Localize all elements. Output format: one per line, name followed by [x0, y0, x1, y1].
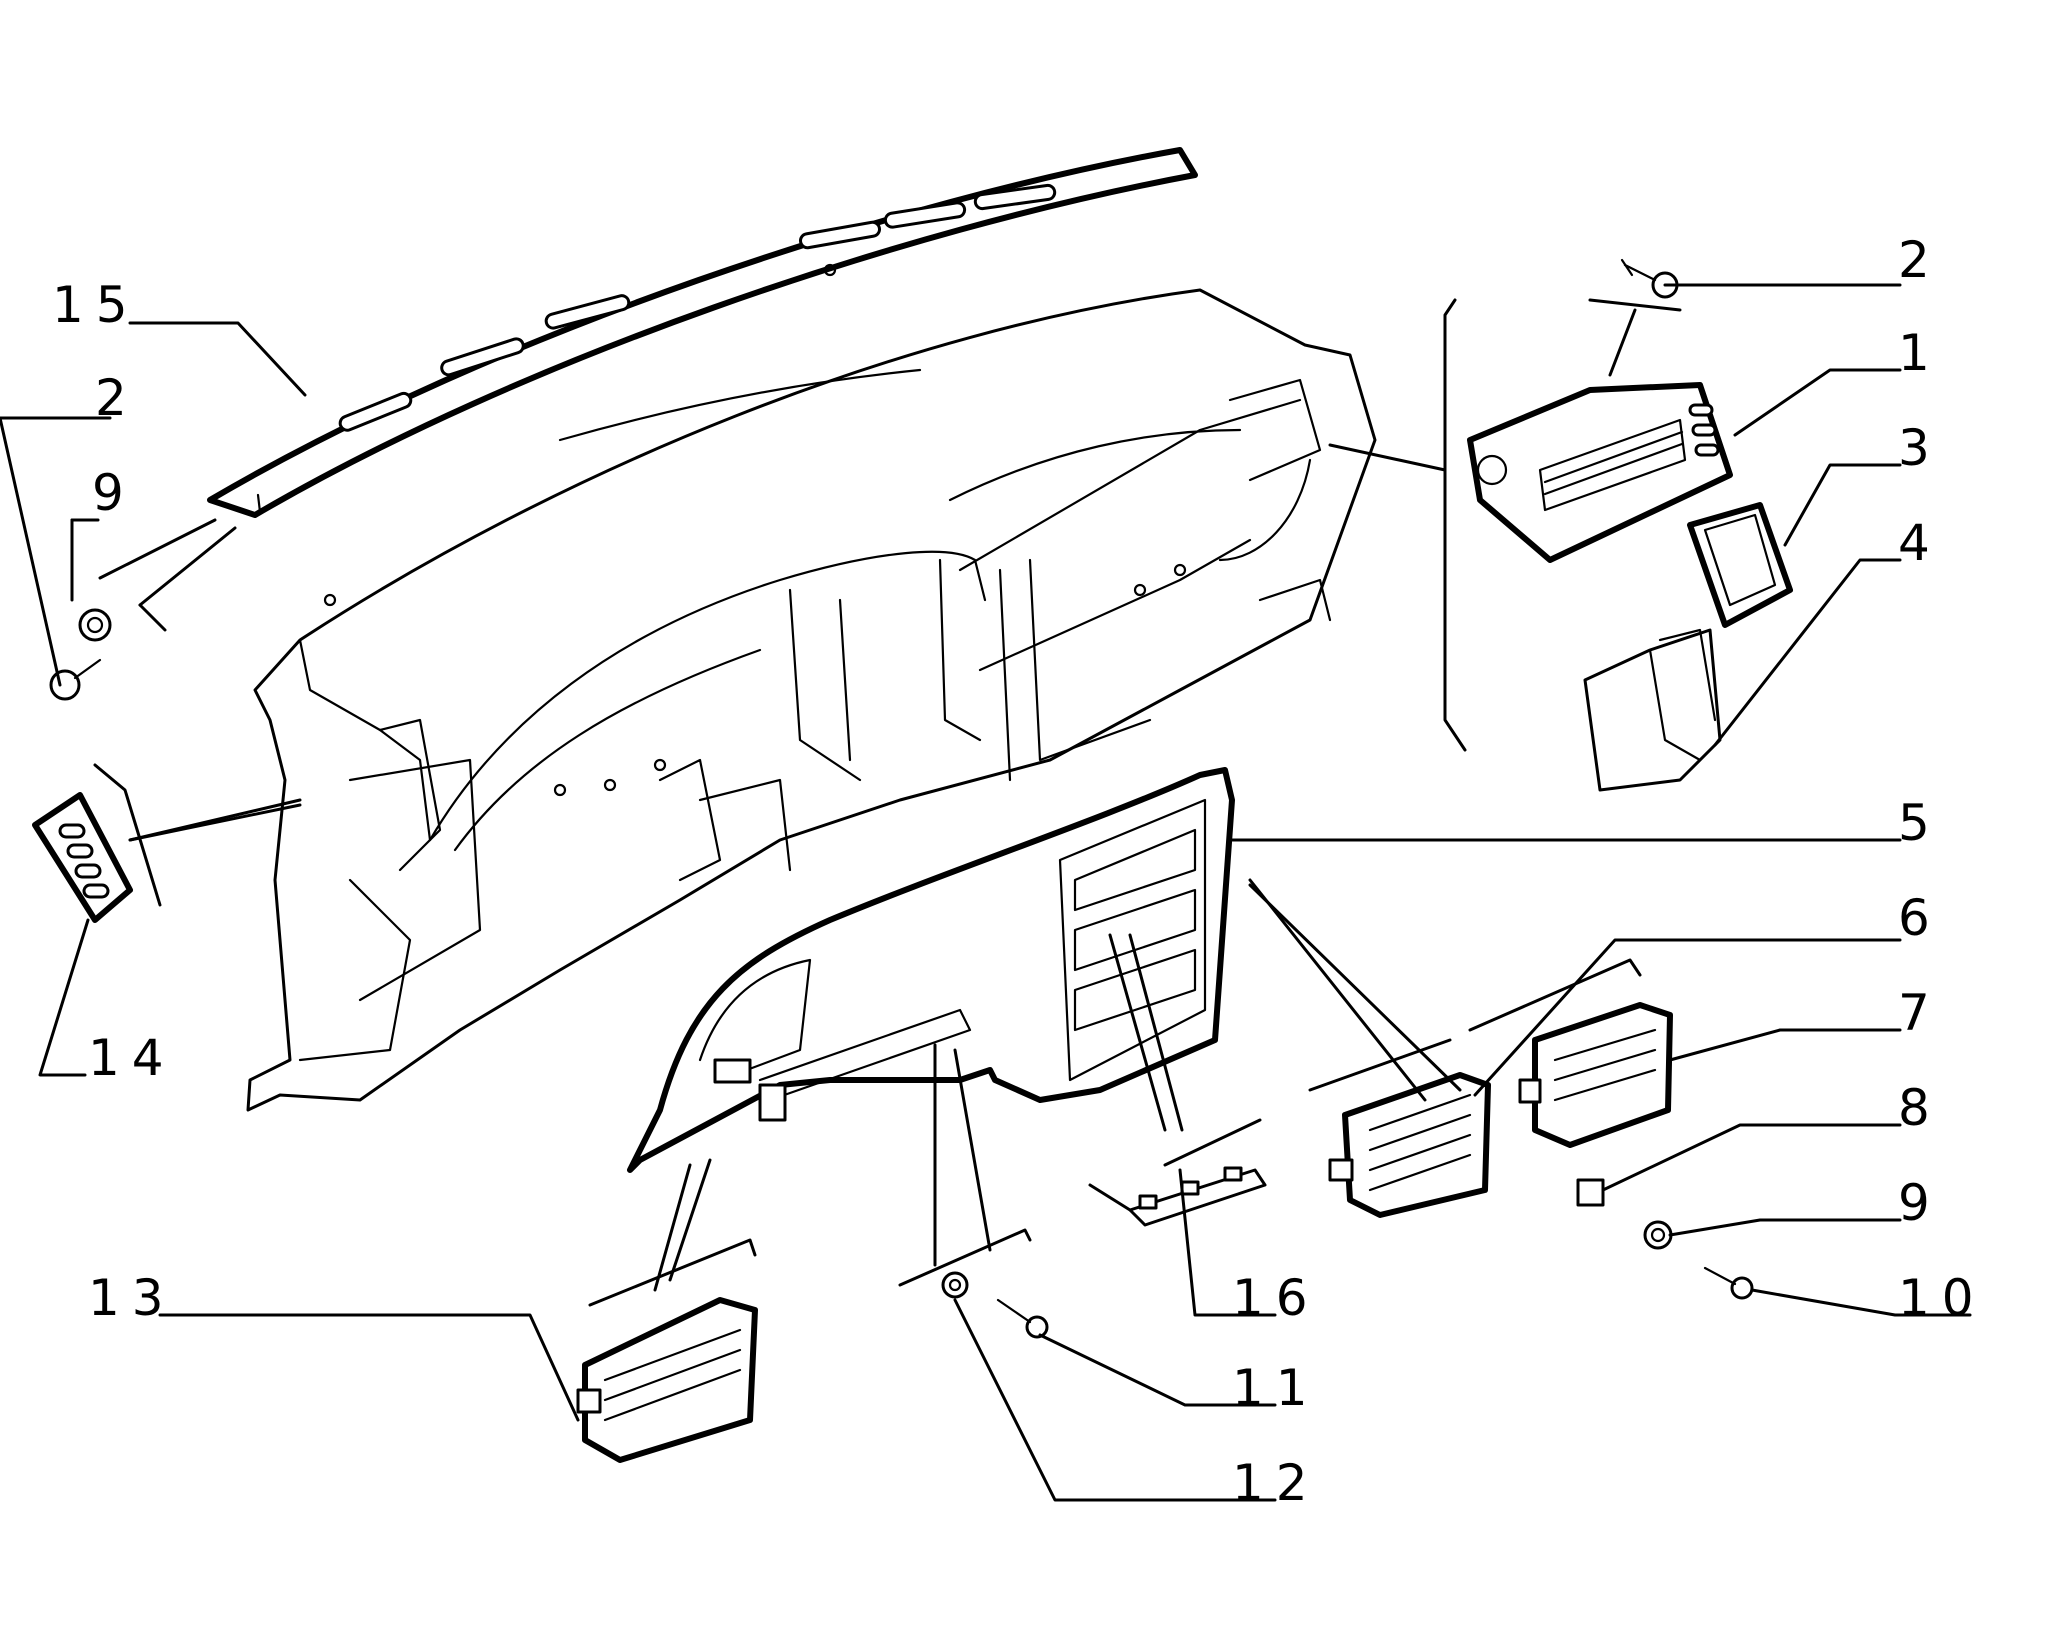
part-13-left-vent: [576, 1297, 758, 1463]
label-15: 15: [52, 276, 140, 334]
part-3-small-vent: [1687, 502, 1793, 628]
part-14-side-vent: [32, 792, 133, 923]
label-16: 16: [1232, 1269, 1320, 1327]
part-1-center-vent: [1467, 382, 1733, 563]
label-2-left: 2: [95, 369, 139, 427]
label-5: 5: [1898, 794, 1942, 852]
label-4: 4: [1898, 514, 1942, 572]
label-13: 13: [88, 1269, 176, 1327]
label-7: 7: [1898, 984, 1942, 1042]
part-16-clip-strip: [1128, 1166, 1267, 1227]
label-10: 10: [1898, 1269, 1986, 1327]
label-8: 8: [1898, 1079, 1942, 1137]
label-1: 1: [1898, 324, 1942, 382]
part-15-defroster-strip: [207, 147, 1198, 518]
part-7-vent: [1518, 1002, 1673, 1148]
label-9-right: 9: [1898, 1174, 1942, 1232]
label-14: 14: [88, 1029, 176, 1087]
label-2-right: 2: [1898, 231, 1942, 289]
label-6: 6: [1898, 889, 1942, 947]
part-6-right-vent: [1328, 1072, 1491, 1218]
dashboard-frame: [246, 263, 1377, 1112]
label-3: 3: [1898, 419, 1942, 477]
part-5-cluster-bezel: [627, 767, 1235, 1173]
label-12: 12: [1232, 1454, 1320, 1512]
label-11: 11: [1232, 1359, 1320, 1417]
label-9-left: 9: [92, 464, 136, 522]
leader-lines: [0, 283, 1972, 1502]
part-4-duct: [1583, 628, 1722, 792]
part-labels: 15 2 9 14 2 1 3 4 5 6 7 8 9 10 16 11 12 …: [52, 231, 1986, 1512]
